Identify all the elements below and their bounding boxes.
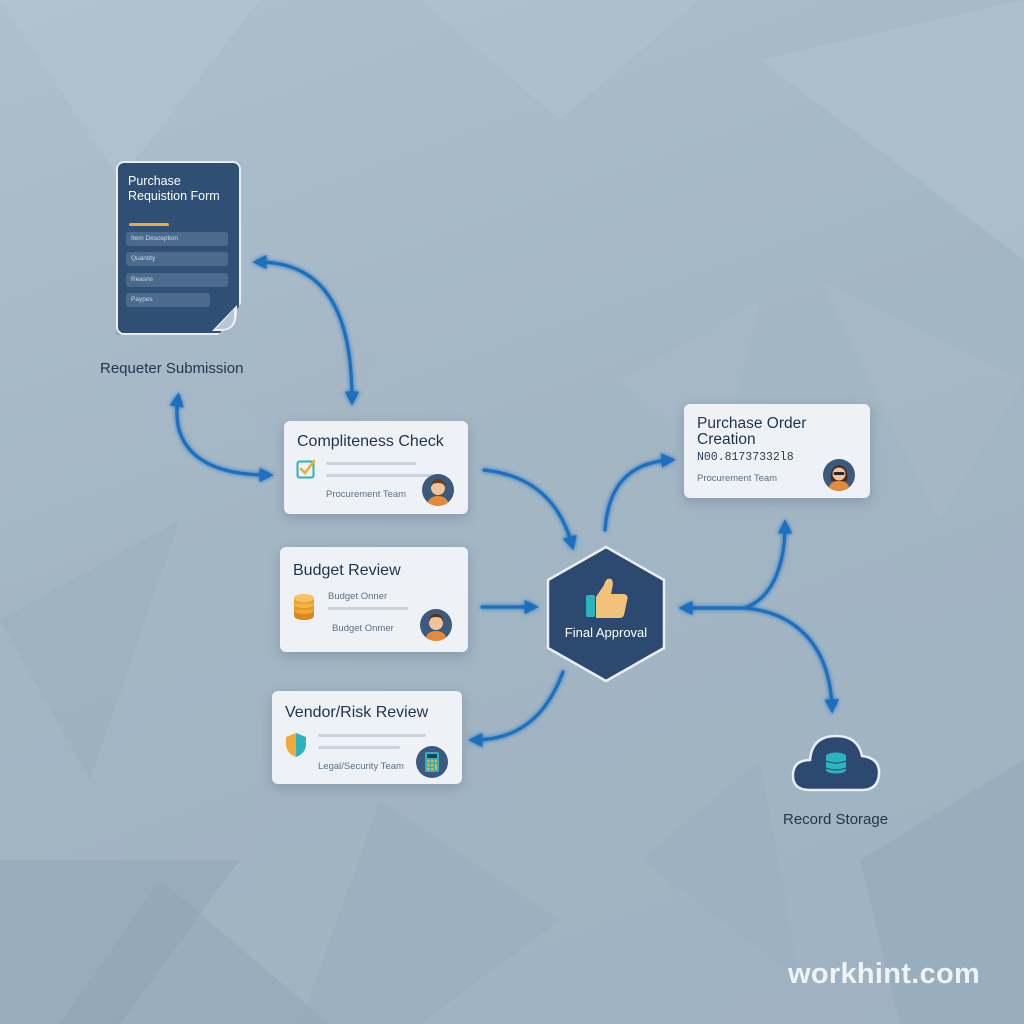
record-storage-label: Record Storage [783, 811, 889, 828]
budget-review-card[interactable]: Budget Review Budget Onner Budget Onmer [280, 547, 468, 652]
placeholder-line [318, 746, 400, 749]
checkbox-icon [296, 459, 316, 479]
page-fold-icon [212, 305, 237, 331]
owner-label: Budget Onmer [332, 623, 394, 634]
arrow-check-to-approval [482, 468, 577, 551]
card-title: Vendor/Risk Review [285, 704, 429, 721]
arrow-requester-to-check [169, 392, 274, 483]
team-label: Procurement Team [697, 473, 778, 484]
avatar [823, 459, 855, 491]
arrow-to-storage [742, 606, 839, 714]
shield-icon [286, 733, 306, 757]
final-approval-label: Final Approval [564, 625, 648, 640]
team-label: Legal/Security Team [318, 761, 404, 772]
form-field: Quantity [126, 252, 228, 266]
card-title: Purchase Order Creation [697, 415, 807, 448]
purchase-order-creation-card[interactable]: Purchase Order Creation N00.81737332l8 P… [684, 404, 870, 498]
watermark-logo: workhint.com [788, 958, 981, 990]
form-field: Paypes [126, 293, 210, 307]
team-label: Procurement Team [326, 489, 407, 500]
coin-stack-icon [294, 594, 314, 620]
requester-submission-label: Requeter Submission [100, 360, 244, 377]
form-accent-bar [129, 223, 169, 226]
vendor-risk-review-card[interactable]: Vendor/Risk Review Legal/Security Team [272, 691, 462, 784]
placeholder-line [328, 607, 408, 610]
po-number: N00.81737332l8 [697, 451, 794, 464]
completeness-check-card[interactable]: Compliteness Check Procurement Team [284, 421, 468, 514]
placeholder-line [326, 462, 416, 465]
purchase-requisition-form[interactable]: Purchase Requistion Form Item Desception… [116, 161, 241, 335]
arrow-approval-to-po [603, 453, 676, 532]
avatar [422, 474, 454, 506]
form-field: Item Desception [126, 232, 228, 246]
owner-label: Budget Onner [328, 591, 388, 602]
calculator-icon [416, 746, 448, 778]
thumbs-up-icon [586, 578, 628, 618]
form-field: Reasns [126, 273, 228, 287]
card-title: Compliteness Check [297, 433, 444, 450]
database-cloud-icon [791, 734, 881, 792]
placeholder-line [326, 474, 434, 477]
placeholder-line [318, 734, 426, 737]
final-approval-node[interactable] [546, 545, 666, 683]
avatar [420, 609, 452, 641]
card-title: Budget Review [293, 562, 401, 579]
form-title: Purchase Requistion Form [128, 174, 220, 203]
arrow-form-to-check [252, 254, 360, 406]
arrow-approval-to-vendor [468, 670, 565, 748]
arrow-to-po-bottom [742, 519, 793, 610]
